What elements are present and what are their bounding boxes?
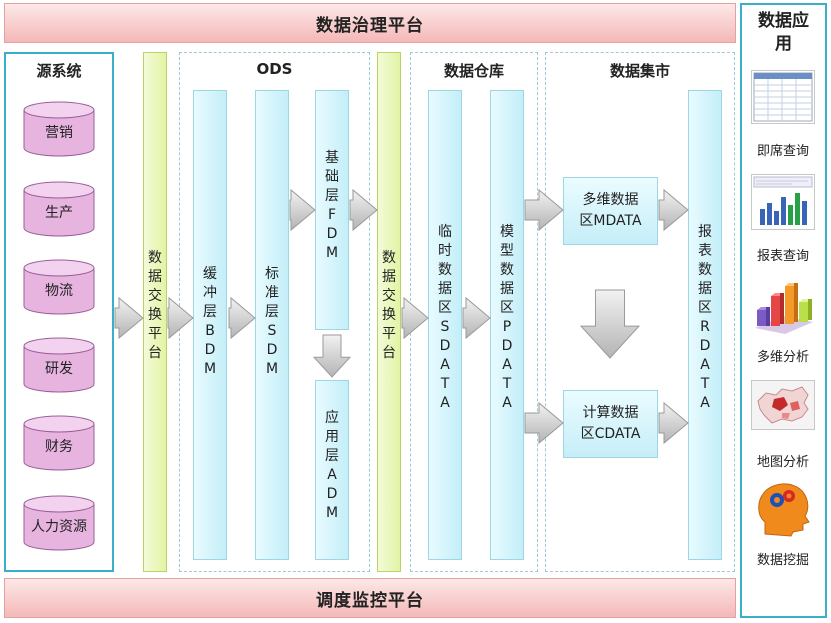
source-system-cylinder: 物流 [22, 258, 96, 316]
source-system-label: 营销 [45, 125, 73, 141]
data-application-title: 数据应 用 [740, 10, 827, 56]
mart-title: 数据集市 [609, 62, 670, 80]
china-map-icon [751, 380, 815, 430]
cdata-line1: 计算数据 [582, 405, 639, 421]
bar-report-icon [751, 174, 815, 230]
app-label-report: 报表查询 [756, 249, 809, 264]
source-system-label: 研发 [45, 361, 73, 377]
cdata-box: 计算数据 区CDATA [563, 390, 658, 458]
source-system-cylinder: 人力资源 [22, 494, 96, 552]
mdata-line2: 区MDATA [579, 213, 642, 229]
ods-title: ODS [256, 60, 293, 78]
flow-arrow [114, 296, 144, 340]
data-exchange-label-1: 数据交换平台 [148, 250, 162, 361]
app-label-map: 地图分析 [756, 455, 809, 470]
mdata-box: 多维数据 区MDATA [563, 177, 658, 245]
data-application-title-line1: 数据应 [758, 11, 809, 31]
source-system-label: 物流 [45, 283, 73, 299]
cdata-line2: 区CDATA [580, 426, 641, 442]
source-system-cylinder: 财务 [22, 414, 96, 472]
source-system-label: 财务 [45, 439, 73, 455]
source-system-label: 人力资源 [31, 519, 87, 535]
head-gears-icon [753, 478, 813, 538]
data-exchange-column-1: 数据交换平台 [143, 52, 167, 572]
spreadsheet-icon [751, 70, 815, 124]
source-system-cylinder: 研发 [22, 336, 96, 394]
scheduling-monitor-band: 调度监控平台 [4, 578, 736, 618]
source-systems-title: 源系统 [36, 62, 82, 80]
source-system-label: 生产 [45, 205, 73, 221]
data-exchange-label-2: 数据交换平台 [382, 250, 396, 361]
warehouse-title: 数据仓库 [443, 62, 504, 80]
app-label-adhoc: 即席查询 [756, 144, 809, 159]
data-exchange-column-2: 数据交换平台 [377, 52, 401, 572]
data-application-title-line2: 用 [775, 34, 792, 54]
source-system-cylinder: 生产 [22, 180, 96, 238]
app-label-olap: 多维分析 [756, 350, 809, 365]
mdata-line1: 多维数据 [582, 192, 639, 208]
3d-bar-chart-icon [751, 276, 815, 334]
governance-platform-band: 数据治理平台 [4, 3, 736, 43]
source-system-cylinder: 营销 [22, 100, 96, 158]
app-label-mining: 数据挖掘 [756, 553, 809, 568]
